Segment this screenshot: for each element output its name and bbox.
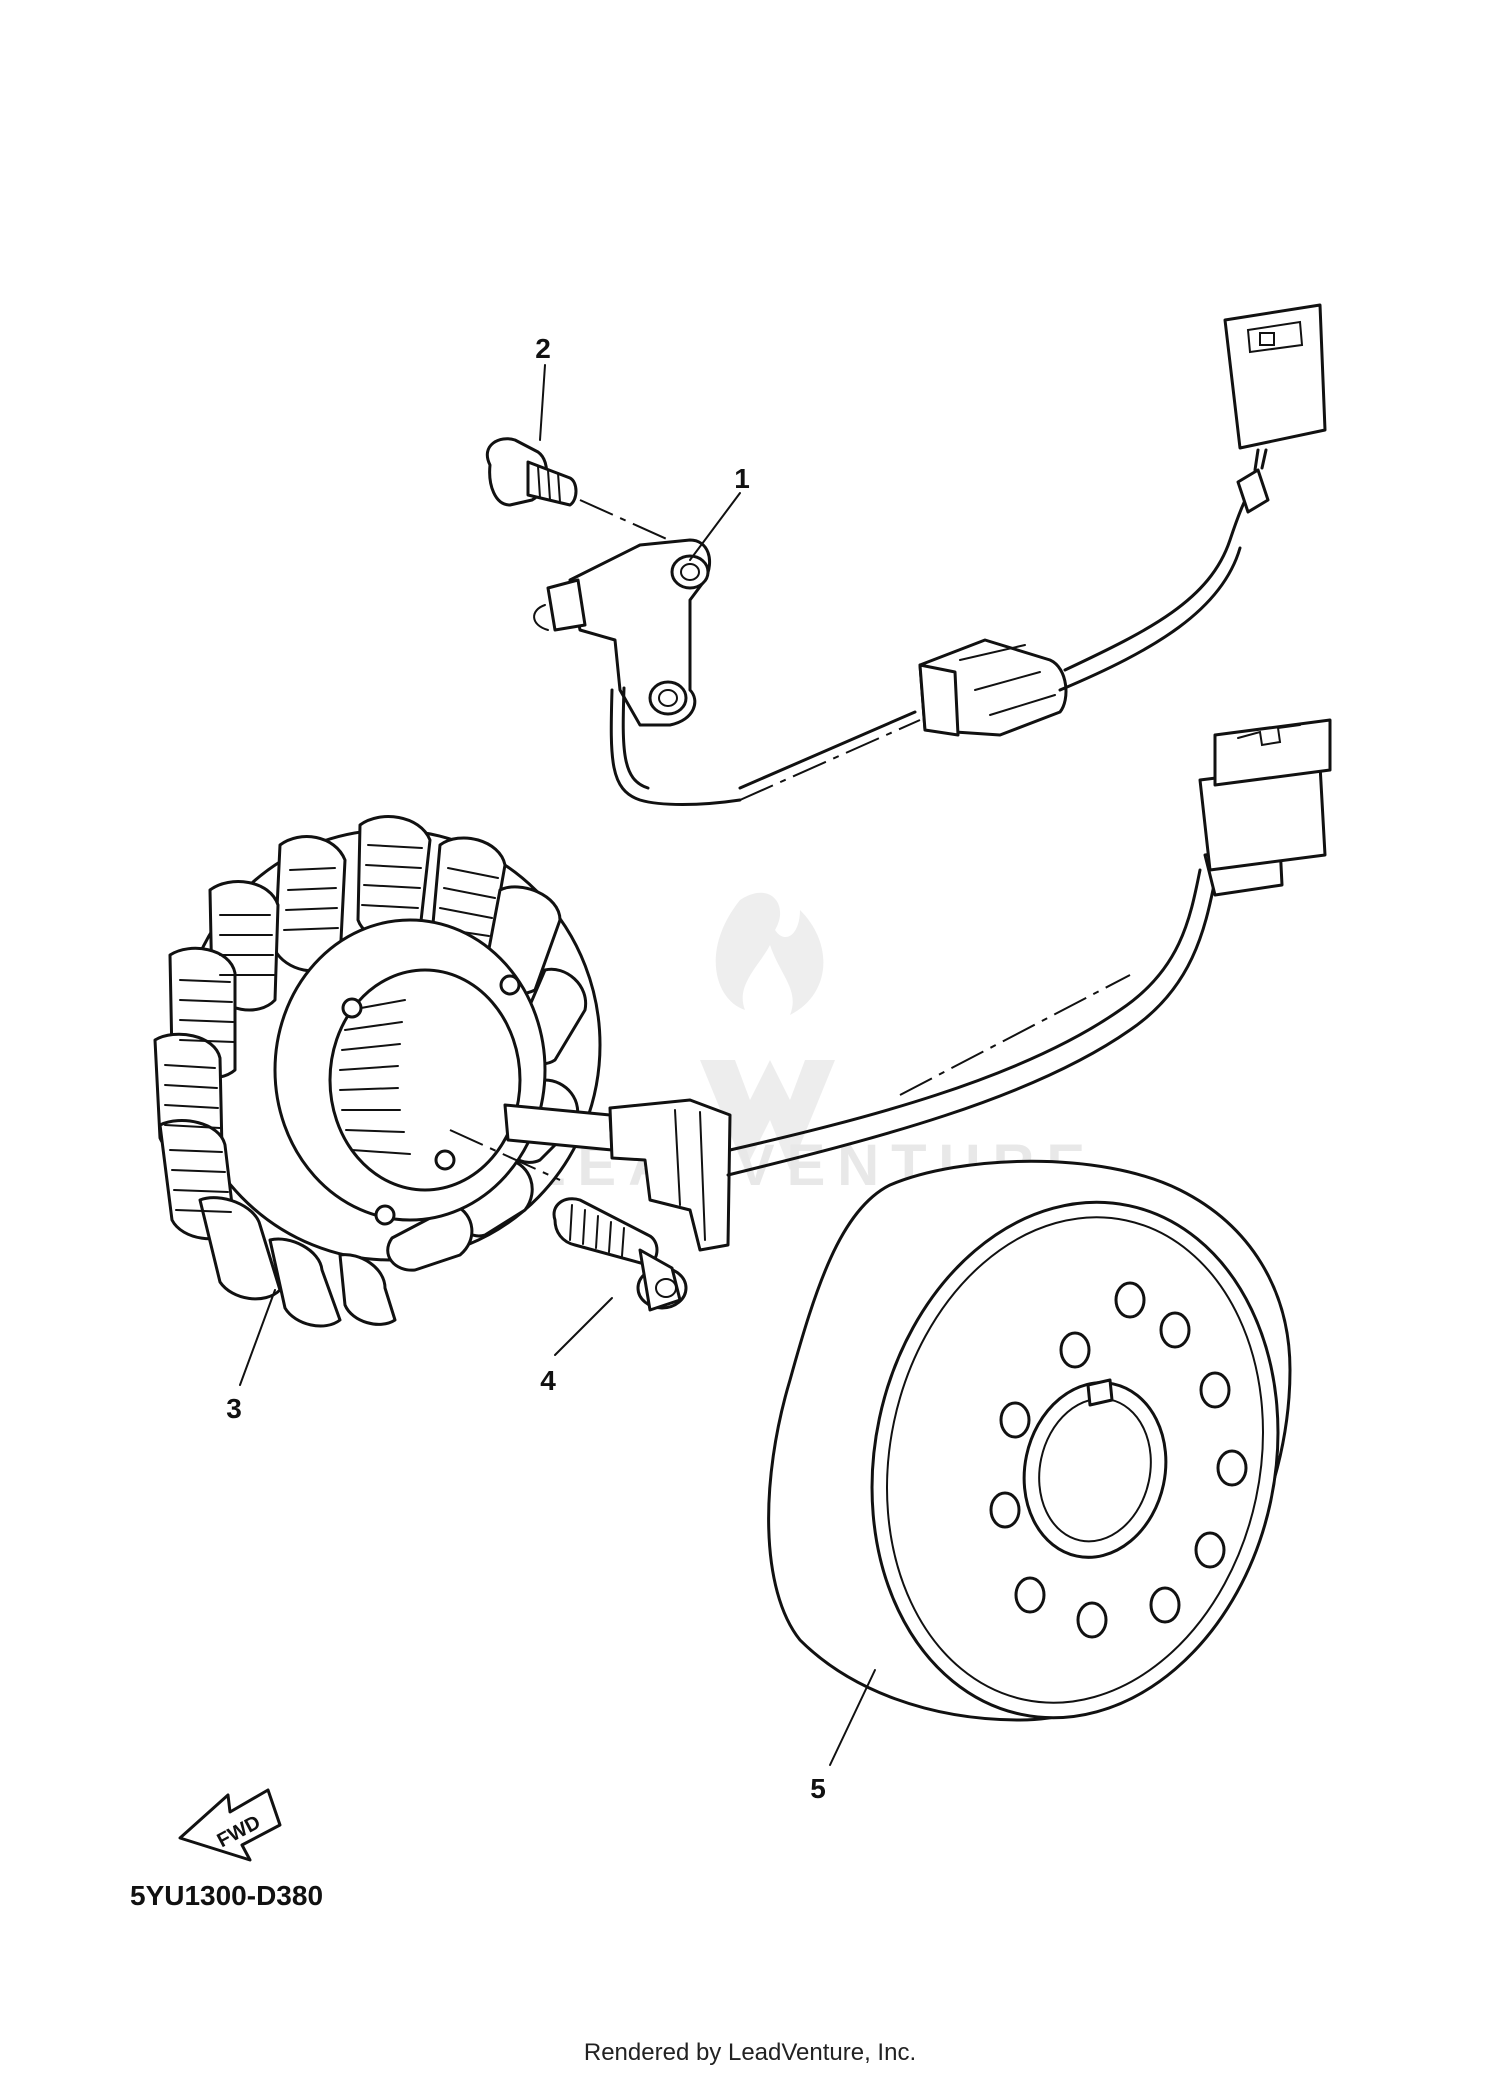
part-sensor-1 bbox=[533, 303, 1327, 806]
leader-lines bbox=[239, 364, 876, 1766]
callout-3: 3 bbox=[226, 1393, 242, 1424]
diagram-code: 5YU1300-D380 bbox=[130, 1880, 323, 1911]
part-stator-3 bbox=[153, 718, 1332, 1328]
part-bolt-4 bbox=[449, 1129, 688, 1312]
render-credit: Rendered by LeadVenture, Inc. bbox=[584, 2039, 916, 2066]
fwd-arrow-icon: FWD bbox=[178, 1788, 282, 1862]
callout-1: 1 bbox=[734, 463, 750, 494]
callout-2: 2 bbox=[535, 333, 551, 364]
callout-5: 5 bbox=[810, 1773, 826, 1804]
part-rotor-5 bbox=[767, 1159, 1292, 1722]
part-bolt-2 bbox=[486, 437, 681, 546]
callout-4: 4 bbox=[540, 1365, 556, 1396]
